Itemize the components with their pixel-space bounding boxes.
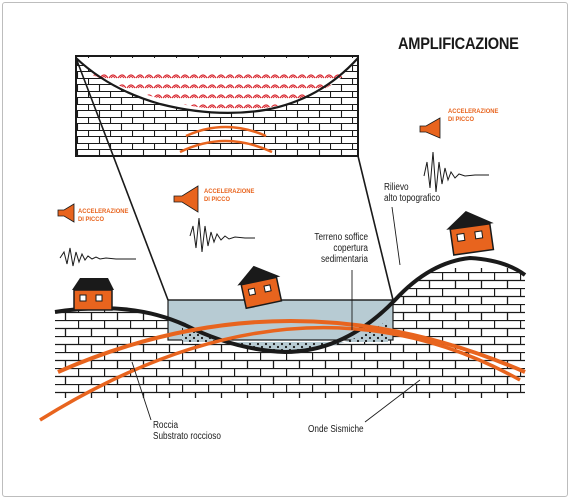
page-title: AMPLIFICAZIONE (398, 34, 519, 53)
frame-border (2, 2, 568, 497)
megaphone-icon (173, 185, 199, 213)
megaphone-icon (419, 117, 441, 139)
seismic-waves (39, 319, 526, 422)
house-icon (72, 278, 114, 311)
seismogram (59, 151, 489, 267)
house-icon (446, 210, 495, 256)
house-icon (237, 265, 283, 310)
seismic-waves-label: Onde Sismiche (308, 424, 364, 435)
megaphone-icon (57, 203, 75, 223)
zoom-inset (75, 55, 394, 301)
